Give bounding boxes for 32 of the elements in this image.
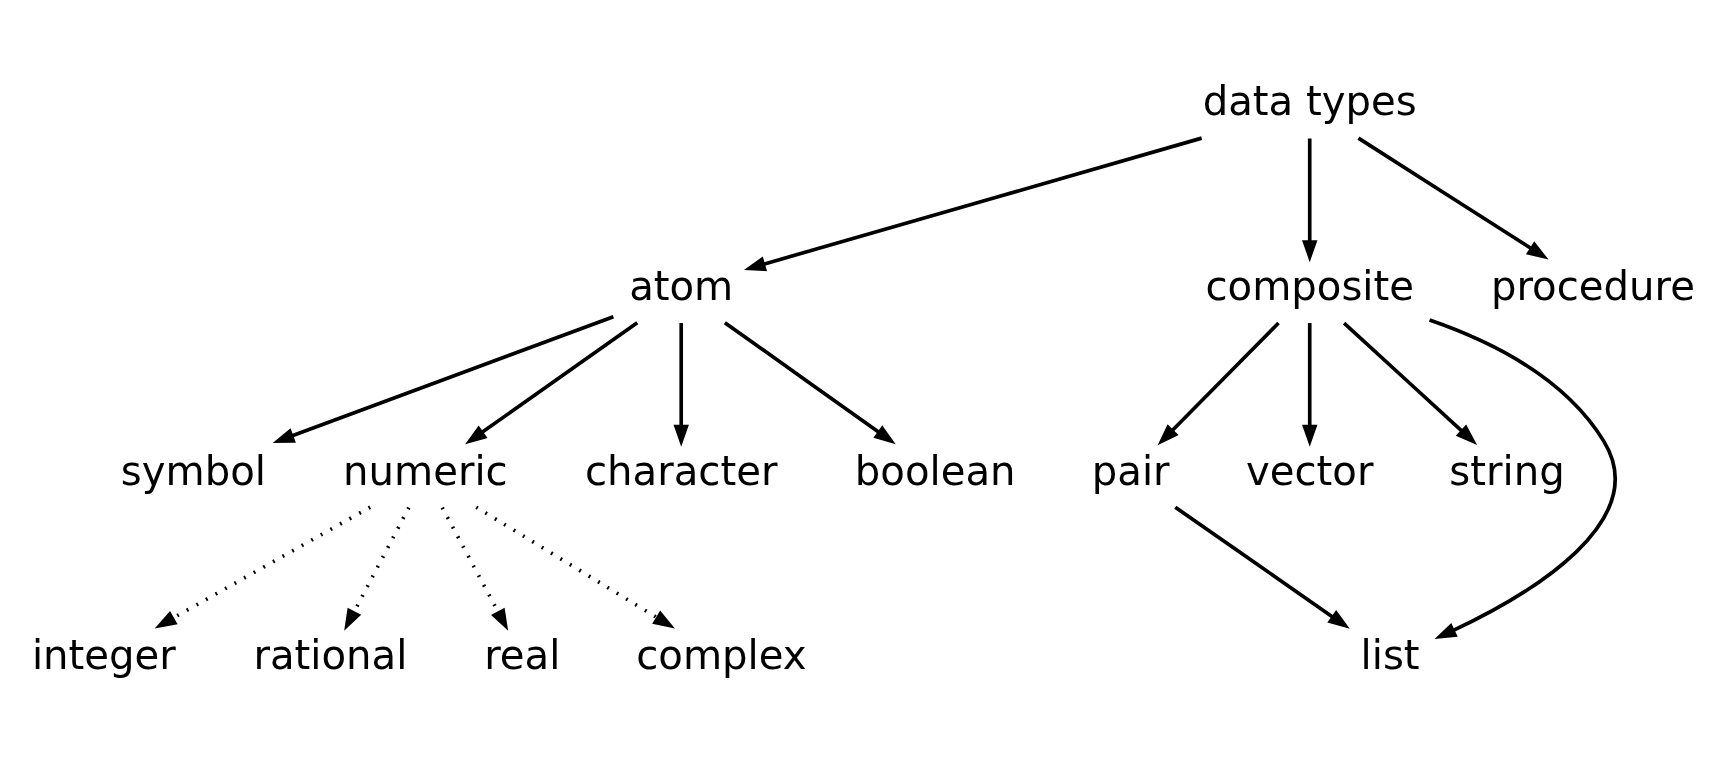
arrow <box>154 505 371 629</box>
node-text: list <box>1360 632 1420 679</box>
node-text: pair <box>1091 447 1170 494</box>
node-text: string <box>1449 447 1565 494</box>
arrow <box>344 506 411 631</box>
node-text: real <box>484 632 561 679</box>
arrow <box>1174 505 1350 629</box>
node-text: procedure <box>1490 262 1695 309</box>
arrow <box>1302 323 1318 447</box>
arrow <box>272 315 614 444</box>
arrow <box>440 506 509 631</box>
arrow <box>723 321 896 445</box>
arrow <box>475 505 675 629</box>
node-text: atom <box>629 262 734 309</box>
node-text: composite <box>1205 262 1414 309</box>
node-text: character <box>584 447 778 494</box>
arrow <box>465 321 639 445</box>
arrow <box>1357 136 1549 260</box>
node-text: numeric <box>343 447 508 494</box>
node-text: symbol <box>120 447 266 494</box>
arrow <box>1342 321 1478 445</box>
node-text: complex <box>636 632 807 679</box>
node-text: vector <box>1245 447 1374 494</box>
arrow <box>743 136 1203 272</box>
arrow <box>1157 321 1280 446</box>
arrow <box>673 323 689 447</box>
arrow <box>1428 318 1617 640</box>
node-text: data types <box>1202 78 1417 125</box>
node-text: rational <box>253 632 408 679</box>
node-text: integer <box>31 632 176 679</box>
node-text: boolean <box>854 447 1016 494</box>
arrow <box>1302 138 1318 263</box>
